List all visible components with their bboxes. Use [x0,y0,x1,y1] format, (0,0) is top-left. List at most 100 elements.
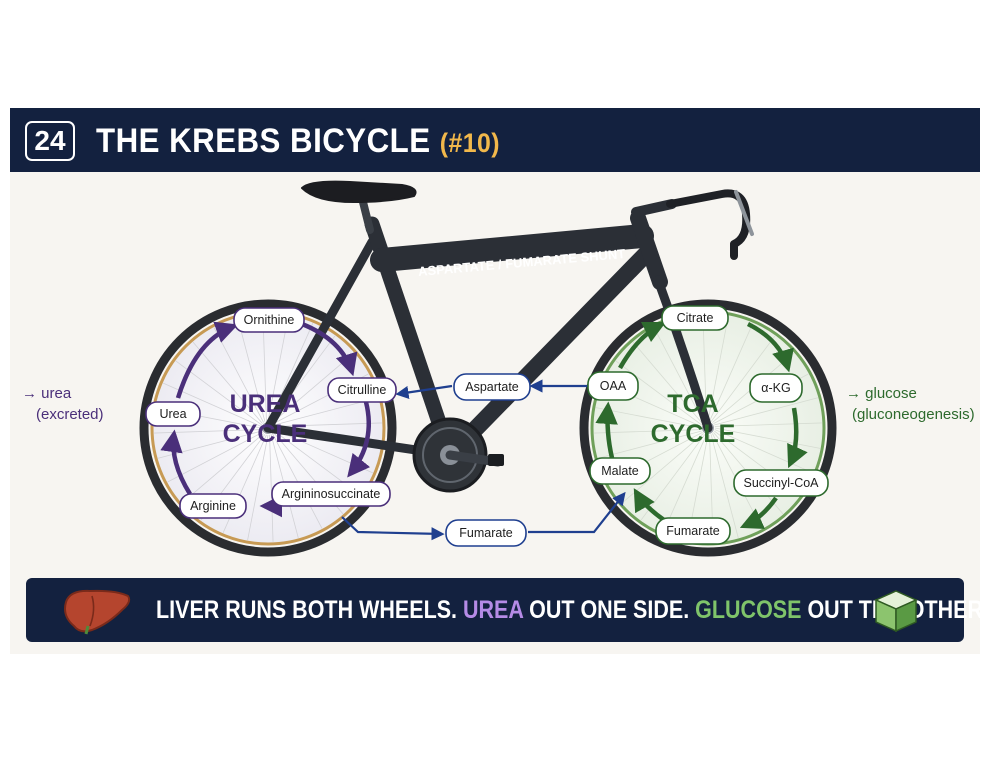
urea-node-citrulline: Citrulline [327,377,397,403]
arrow-succinyl-fumarate [739,496,778,529]
node-label-urea: Urea [159,407,186,421]
output-urea-line2: (excreted) [36,406,104,423]
arrow-citrate-akg [746,321,794,373]
node-label-argininosuccinate: Argininosuccinate [282,487,381,501]
tca-node-succinyl-coa: Succinyl-CoA [733,469,829,497]
spoke [702,314,707,422]
spoke [269,434,274,542]
footer-part2: OUT ONE SIDE. [523,596,696,624]
spoke [274,422,382,427]
spoke [710,434,739,539]
brake-lever [734,190,754,236]
spoke [181,433,264,504]
arrow-ornithine-citrulline [301,321,358,377]
node-label-akg: α-KG [761,381,790,395]
slide-number: 24 [25,121,75,161]
output-glucose-line1: → glucose [846,385,917,402]
spoke [709,323,754,422]
title-text: THE KREBS BICYCLE [96,122,431,160]
node-label-aspartate: Aspartate [465,380,519,394]
tca-node-fumarate: Fumarate [655,517,731,545]
arrow-malate-oaa [595,401,618,459]
urea-cycle-title-line1: UREA [230,390,301,418]
tca-node-citrate: Citrate [661,305,729,331]
krebs-bicycle-diagram: ASPARTATE / FUMARATE SHUNT UREA C [22,180,975,557]
node-label-citrate: Citrate [677,311,714,325]
spoke [714,397,819,426]
node-label-arginine: Arginine [190,499,236,513]
output-glucose-line2: (gluconeogenesis) [852,406,975,423]
spoke [213,327,264,423]
head-tube [630,210,668,290]
spoke [272,433,323,529]
liver-icon [64,589,131,635]
footer-part1: LIVER RUNS BOTH WHEELS. [156,596,463,624]
tca-node-oaa: OAA [587,371,639,401]
urea-node-ornithine: Ornithine [233,307,305,333]
tca-node-malate: Malate [589,457,651,485]
header-bar: 24 THE KREBS BICYCLE (#10) [10,108,980,172]
arrow-fumarate-malate [633,488,666,522]
sugar-cube-icon [874,590,918,633]
spoke [662,434,707,533]
node-label-oaa: OAA [600,379,627,393]
node-label-shunt-fumarate: Fumarate [459,526,513,540]
arrow-fumarate-malate-shunt [528,491,626,534]
node-label-succinyl-coa: Succinyl-CoA [743,476,819,490]
arrow-aspartate-citrulline [395,384,453,399]
spoke [714,422,822,427]
footer-banner: LIVER RUNS BOTH WHEELS. UREA OUT ONE SID… [26,578,980,642]
shunt-arrows [341,379,626,541]
arrow-akg-succinyl [787,407,808,469]
spoke [192,341,263,424]
spoke [710,335,776,422]
handlebar [666,189,751,260]
tca-node-akg: α-KG [749,373,803,403]
spoke [267,315,289,422]
crankset [412,417,504,493]
spoke [167,432,263,483]
down-tube [441,245,655,464]
footer-urea-word: UREA [462,596,524,624]
spoke [707,315,729,422]
saddle [301,180,417,203]
urea-cycle-arrows [160,321,371,518]
pedal [488,454,504,466]
node-label-malate: Malate [601,464,639,478]
spoke [594,429,702,434]
spoke [632,341,703,424]
tca-cycle-title-line2: CYCLE [651,420,736,448]
spoke [597,430,702,459]
node-label-citrulline: Citrulline [338,383,387,397]
bike-frame [263,180,754,464]
tca-cycle-arrows [595,321,808,529]
tca-cycle-title-line1: TCA [667,390,718,418]
top-tube [370,224,654,272]
stem [631,199,677,217]
output-urea-line1: → urea [22,385,72,402]
title-tag: (#10) [439,128,501,158]
right-tire [579,299,837,557]
footer-text: LIVER RUNS BOTH WHEELS. UREA OUT ONE SID… [156,593,980,627]
node-label-tca-fumarate: Fumarate [666,524,720,538]
urea-node-argininosuccinate: Argininosuccinate [271,481,391,507]
urea-node-arginine: Arginine [179,493,247,519]
spoke [247,434,269,541]
shunt-node-fumarate: Fumarate [445,519,527,547]
fork [653,275,713,433]
arrow-oaa-citrate [618,321,667,370]
footer-glucose-word: GLUCOSE [695,596,802,624]
arrow-arginine-urea [160,429,192,496]
node-label-ornithine: Ornithine [244,313,295,327]
page-title: THE KREBS BICYCLE (#10) [96,122,500,162]
spoke [237,317,266,422]
left-tire [139,299,397,557]
arrow-argininosuccinate-fumarate [341,516,445,541]
urea-cycle-title-line2: CYCLE [223,420,308,448]
arrow-urea-ornithine [175,321,239,399]
arrow-citrulline-argininosuccinate [347,401,371,478]
spoke [653,327,704,423]
spoke [615,360,702,426]
shunt-node-aspartate: Aspartate [453,373,531,401]
urea-node-urea: Urea [145,401,201,427]
